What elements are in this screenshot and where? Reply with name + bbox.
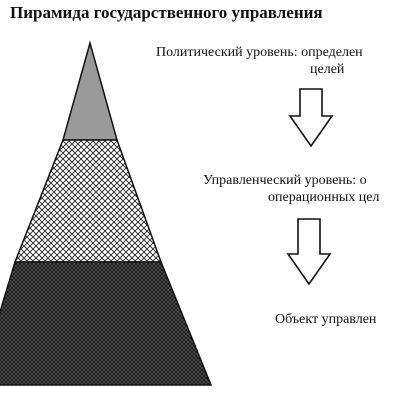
pyramid-tier-managerial [13,139,163,263]
diagram-title: Пирамида государственного управления [10,3,323,22]
level-political-line1: Политический уровень: определен [156,45,363,60]
pyramid-tier-object [0,261,213,386]
down-arrow-icon [286,218,332,286]
level-object-line1: Объект управлен [275,312,377,327]
down-arrow-icon [288,88,334,148]
level-political-line2: целей [310,62,345,77]
pyramid-tier-political [62,40,118,141]
level-managerial-line1: Управленческий уровень: о [203,173,367,188]
level-managerial-line2: операционных цел [268,190,380,205]
pyramid [0,40,213,386]
